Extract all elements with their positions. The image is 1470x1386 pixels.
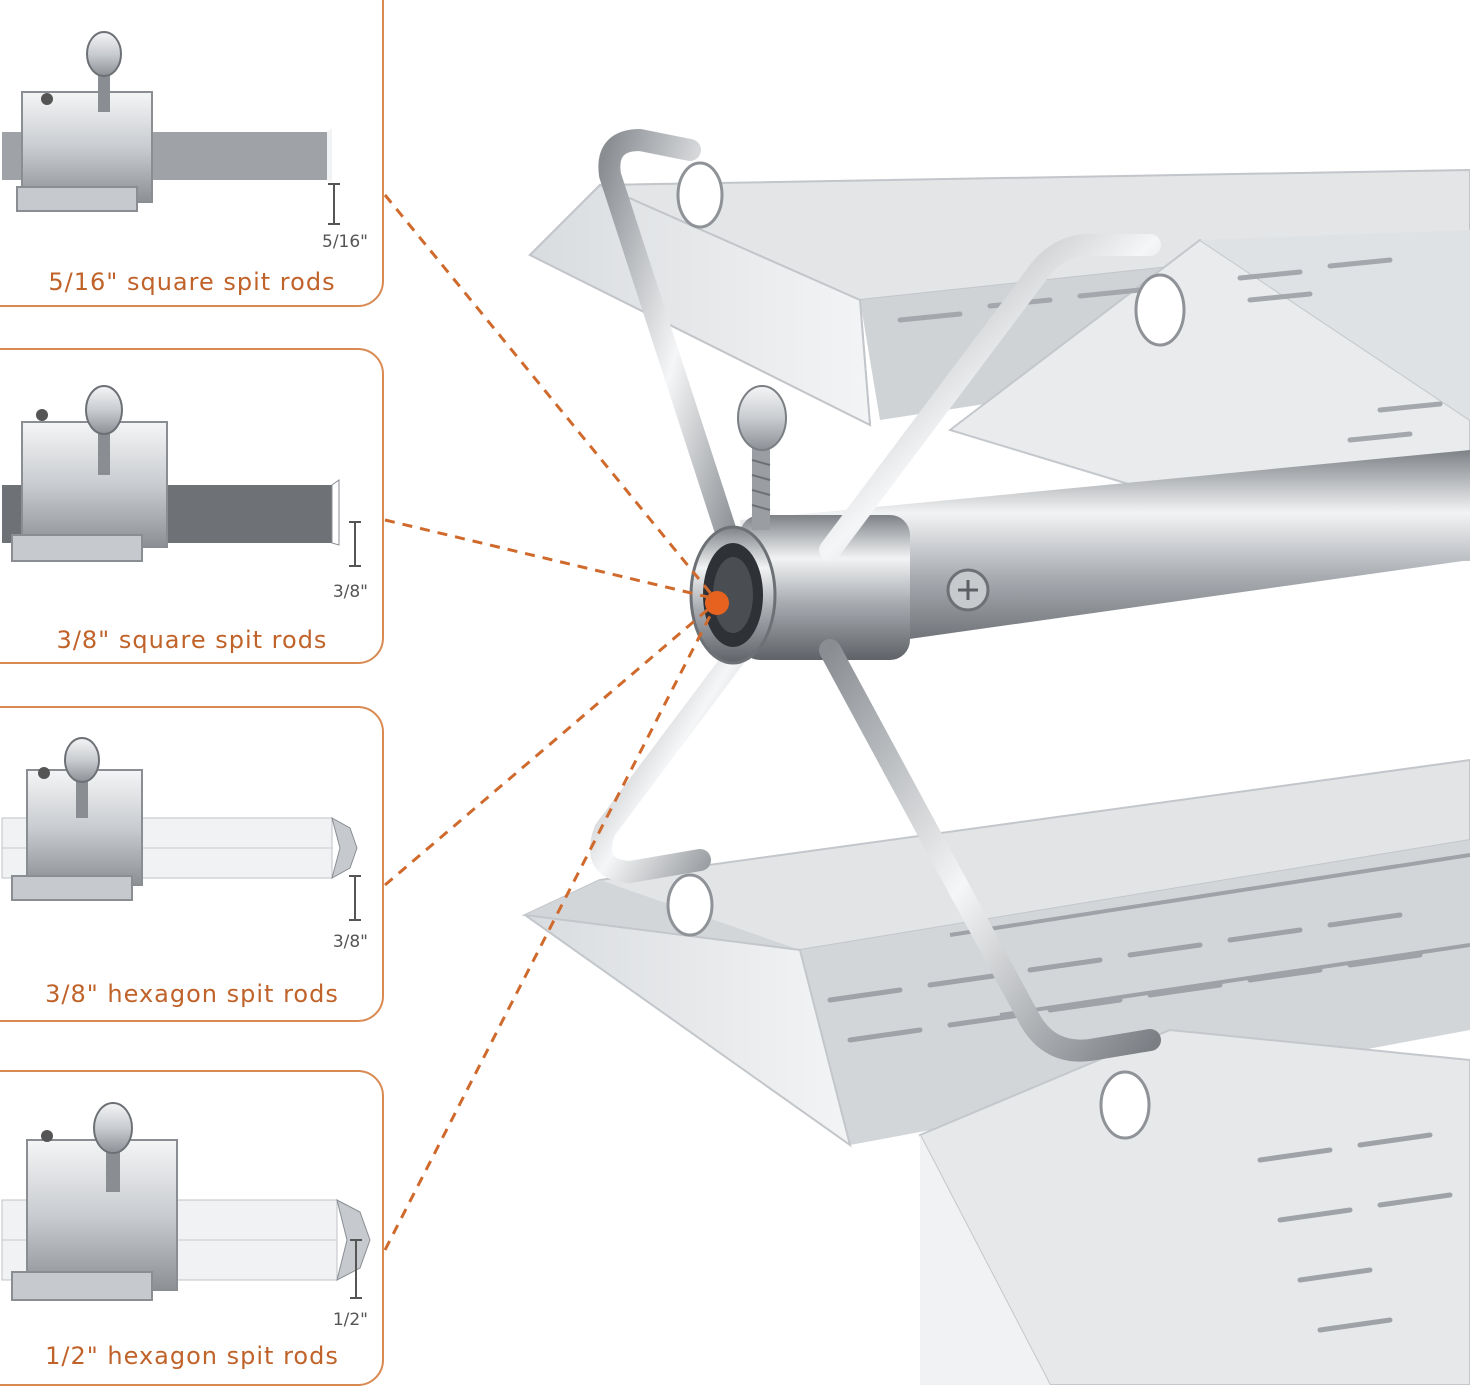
- rod-size-caption: 5/16" square spit rods: [48, 268, 336, 296]
- rod-dimension-label: 1/2": [332, 1310, 368, 1330]
- hexagon-rod-clamp-icon: [1, 1102, 371, 1301]
- rod-size-card-5-16-square: 5/16" 5/16" square spit rods: [0, 0, 384, 307]
- rod-dimension-label: 5/16": [322, 232, 368, 252]
- hub-tube: [740, 450, 1470, 660]
- rod-size-caption: 1/2" hexagon spit rods: [45, 1342, 339, 1370]
- hub-socket: [689, 525, 777, 665]
- rod-dimension-label: 3/8": [332, 932, 368, 952]
- hub-center-dot: [705, 591, 729, 615]
- rod-size-card-1-2-hexagon: 1/2" 1/2" hexagon spit rods: [0, 1070, 384, 1386]
- hexagon-rod-clamp-icon: [1, 737, 361, 921]
- spokes: [590, 129, 1161, 1062]
- square-rod-clamp-icon: [2, 385, 361, 567]
- hub-thumb-screw-icon: [737, 385, 787, 530]
- lower-tray: [521, 758, 1470, 1385]
- leader-lines: [383, 194, 714, 1251]
- rod-size-caption: 3/8" hexagon spit rods: [45, 980, 339, 1008]
- square-rod-clamp-icon: [2, 31, 340, 225]
- rod-size-caption: 3/8" square spit rods: [56, 626, 328, 654]
- rod-size-card-3-8-square: 3/8" 3/8" square spit rods: [0, 348, 384, 664]
- rod-size-card-3-8-hexagon: 3/8" 3/8" hexagon spit rods: [0, 706, 384, 1022]
- rod-dimension-label: 3/8": [332, 582, 368, 602]
- mount-plates: [666, 161, 1186, 1140]
